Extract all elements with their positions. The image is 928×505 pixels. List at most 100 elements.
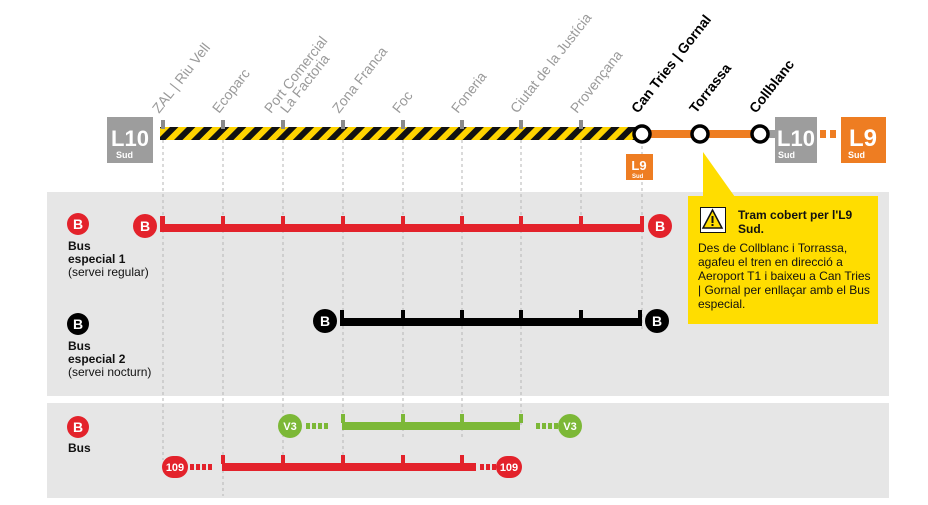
station-tick	[401, 120, 405, 129]
route-stop-tick	[460, 455, 464, 464]
svg-text:B: B	[320, 313, 330, 329]
route-stop-tick	[341, 414, 345, 423]
legend-bus-special1: Bus especial 1 (servei regular)	[68, 240, 149, 279]
legend-bus1-icon: B	[67, 213, 89, 235]
legend-bus-name: Bus	[68, 441, 91, 455]
station-label: Provençana	[567, 47, 626, 116]
route-stop-tick	[460, 414, 464, 423]
bus-special1-route	[160, 216, 644, 232]
station-tick	[519, 120, 523, 129]
l10-right-badge: L10 Sud	[775, 117, 817, 163]
route-stop-tick	[460, 216, 464, 225]
l10-right-code: L10	[777, 126, 815, 151]
route-stop-tick	[401, 216, 405, 225]
bus-regular-panel	[47, 403, 889, 498]
legend-bus2-name2: especial 2	[68, 352, 126, 366]
station-tick	[221, 120, 225, 129]
legend-bus1-name2: especial 1	[68, 252, 126, 266]
route-stop-tick	[341, 216, 345, 225]
route-stop-tick	[281, 455, 285, 464]
station-tick	[460, 120, 464, 129]
legend-bus1-name: Bus	[68, 239, 91, 253]
route-stop-tick	[401, 455, 405, 464]
station-label: Zona Franca	[329, 43, 391, 116]
svg-text:B: B	[73, 316, 83, 332]
bus109-start-badge: 109	[162, 456, 188, 478]
bus109-route	[190, 455, 496, 471]
route-stop-tick	[460, 310, 464, 319]
station-tick	[579, 120, 583, 129]
bus-special2-start-badge: B	[313, 309, 337, 333]
closed-section-hazard	[160, 127, 642, 140]
svg-text:V3: V3	[283, 421, 296, 433]
legend-bus-regular: Bus	[68, 442, 91, 455]
notice-body: Des de Collblanc i Torrassa, agafeu el t…	[698, 241, 871, 311]
route-stop-tick	[401, 414, 405, 423]
legend-bus2-note: (servei nocturn)	[68, 365, 152, 379]
route-stop-tick	[341, 455, 345, 464]
legend-bus1-note: (servei regular)	[68, 265, 149, 279]
legend-bus-special2: Bus especial 2 (servei nocturn)	[68, 340, 151, 379]
svg-text:B: B	[652, 313, 662, 329]
l10-left-code: L10	[111, 126, 149, 151]
legend-bus-icon: B	[67, 416, 89, 438]
station-label: Ecoparc	[209, 66, 253, 116]
station-label: Torrassa	[686, 60, 735, 116]
l9-small-code: L9	[631, 158, 646, 173]
route-stop-tick	[519, 216, 523, 225]
station-label: Foneria	[448, 68, 490, 115]
route-stop-tick	[281, 216, 285, 225]
svg-text:V3: V3	[563, 421, 576, 433]
l9-small-sub: Sud	[632, 174, 644, 180]
l9-right-badge: L9 Sud	[841, 117, 886, 163]
bus-special2-end-badge: B	[645, 309, 669, 333]
warning-icon	[700, 207, 726, 233]
station-ticks	[161, 120, 770, 144]
legend-bus2-icon: B	[67, 313, 89, 335]
station-label: Collblanc	[746, 56, 798, 116]
route-stop-tick	[401, 310, 405, 319]
l9-small-badge: L9 Sud	[626, 154, 653, 180]
notice-pointer	[703, 152, 735, 197]
bus-special1-start-badge: B	[133, 214, 157, 238]
route-stop-tick	[519, 310, 523, 319]
v3-dashes-left	[306, 423, 328, 429]
route-stop-tick	[579, 216, 583, 225]
route-stop-tick	[221, 216, 225, 225]
route-stop-tick	[519, 414, 523, 423]
v3-dashes-right	[536, 423, 558, 429]
station-tick	[281, 120, 285, 129]
l10-left-sub: Sud	[116, 150, 133, 160]
station-label: ZAL | Riu Vell	[149, 40, 213, 116]
svg-text:B: B	[655, 218, 665, 234]
v3-end-badge: V3	[558, 414, 582, 438]
station-dot	[632, 124, 652, 144]
svg-text:B: B	[73, 419, 83, 435]
legend-bus2-name: Bus	[68, 339, 91, 353]
v3-route	[306, 414, 558, 430]
route-stop-tick	[221, 455, 225, 464]
notice-title: Tram cobert per l'L9 Sud.	[738, 208, 853, 236]
l9-right-sub: Sud	[848, 150, 865, 160]
svg-text:B: B	[73, 216, 83, 232]
station-tick	[161, 120, 165, 129]
notice-box: Tram cobert per l'L9 Sud. Des de Collbla…	[688, 196, 878, 324]
svg-text:B: B	[140, 218, 150, 234]
v3-start-badge: V3	[278, 414, 302, 438]
l9-extension-dashes	[820, 130, 836, 138]
l10-right-sub: Sud	[778, 150, 795, 160]
route-stop-tick	[579, 310, 583, 319]
station-tick	[341, 120, 345, 129]
svg-text:109: 109	[166, 462, 184, 474]
svg-text:109: 109	[500, 462, 518, 474]
bus-special1-end-badge: B	[648, 214, 672, 238]
l10-left-badge: L10 Sud	[107, 117, 153, 163]
station-label: Foc	[389, 88, 416, 116]
l9-right-code: L9	[849, 125, 877, 152]
station-dot	[750, 124, 770, 144]
station-dot	[690, 124, 710, 144]
bus109-end-badge: 109	[496, 456, 522, 478]
bus-special2-route	[340, 310, 642, 326]
